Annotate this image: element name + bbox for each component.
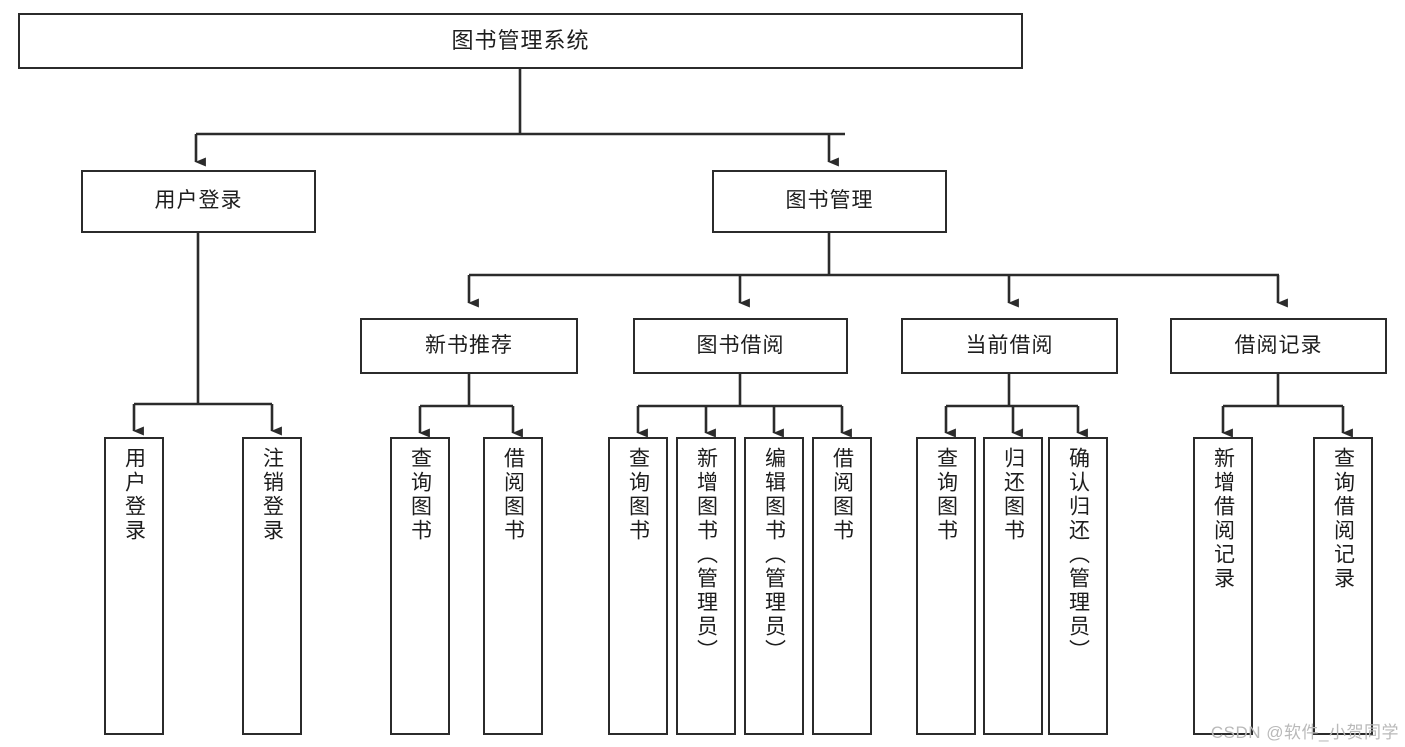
leaf-br-query-record[interactable]: 查询借阅记录: [1313, 437, 1373, 735]
leaf-bb-add-book-admin[interactable]: 新增图书（管理员）: [676, 437, 736, 735]
node-borrow-record[interactable]: 借阅记录: [1170, 318, 1387, 374]
leaf-cb-return-book[interactable]: 归还图书: [983, 437, 1043, 735]
node-borrow-record-label: 借阅记录: [1234, 333, 1323, 357]
leaf-cb-confirm-return-admin[interactable]: 确认归还（管理员）: [1048, 437, 1108, 735]
leaf-logout-label: 注销登录: [260, 447, 284, 543]
node-user-login-label: 用户登录: [154, 189, 243, 213]
node-book-management[interactable]: 图书管理: [712, 170, 947, 233]
leaf-br-query-record-label: 查询借阅记录: [1331, 447, 1355, 591]
node-root-system[interactable]: 图书管理系统: [18, 13, 1023, 69]
leaf-bb-borrow-book[interactable]: 借阅图书: [812, 437, 872, 735]
leaf-cb-return-book-label: 归还图书: [1001, 447, 1025, 543]
node-root-system-label: 图书管理系统: [451, 28, 590, 54]
leaf-br-add-record[interactable]: 新增借阅记录: [1193, 437, 1253, 735]
leaf-cb-query-book-label: 查询图书: [934, 447, 958, 543]
leaf-bb-edit-book-admin[interactable]: 编辑图书（管理员）: [744, 437, 804, 735]
node-book-borrow-label: 图书借阅: [696, 333, 785, 357]
leaf-br-add-record-label: 新增借阅记录: [1211, 447, 1235, 591]
leaf-nb-query-book-label: 查询图书: [408, 447, 432, 543]
leaf-user-login-label: 用户登录: [122, 447, 146, 543]
leaf-cb-confirm-return-admin-label: 确认归还（管理员）: [1066, 447, 1090, 663]
leaf-bb-edit-book-admin-label: 编辑图书（管理员）: [762, 447, 786, 663]
leaf-user-login[interactable]: 用户登录: [104, 437, 164, 735]
leaf-bb-query-book[interactable]: 查询图书: [608, 437, 668, 735]
leaf-nb-query-book[interactable]: 查询图书: [390, 437, 450, 735]
node-book-borrow[interactable]: 图书借阅: [633, 318, 848, 374]
leaf-bb-query-book-label: 查询图书: [626, 447, 650, 543]
node-book-management-label: 图书管理: [785, 189, 874, 213]
leaf-cb-query-book[interactable]: 查询图书: [916, 437, 976, 735]
leaf-nb-borrow-book[interactable]: 借阅图书: [483, 437, 543, 735]
leaf-nb-borrow-book-label: 借阅图书: [501, 447, 525, 543]
node-new-book-recommend[interactable]: 新书推荐: [360, 318, 578, 374]
leaf-logout[interactable]: 注销登录: [242, 437, 302, 735]
leaf-bb-borrow-book-label: 借阅图书: [830, 447, 854, 543]
node-current-borrow-label: 当前借阅: [965, 333, 1054, 357]
watermark-text: CSDN @软件_小贺同学: [1210, 723, 1399, 742]
node-user-login[interactable]: 用户登录: [81, 170, 316, 233]
leaf-bb-add-book-admin-label: 新增图书（管理员）: [694, 447, 718, 663]
node-current-borrow[interactable]: 当前借阅: [901, 318, 1118, 374]
node-new-book-recommend-label: 新书推荐: [425, 333, 513, 357]
